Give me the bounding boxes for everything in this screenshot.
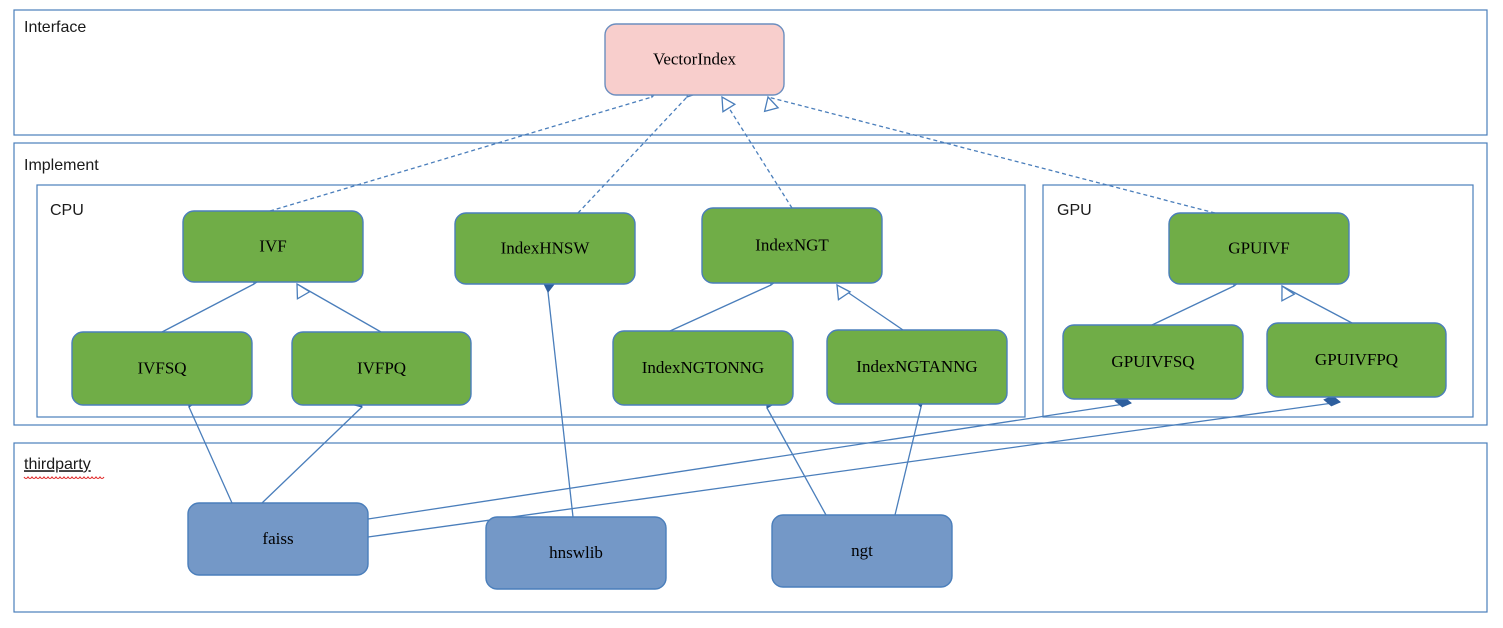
node-faiss[interactable]: faiss (187, 502, 369, 576)
node-gpuivfpq-box[interactable] (1266, 322, 1447, 398)
node-vectorindex[interactable]: VectorIndex (604, 23, 785, 96)
node-vectorindex-label: VectorIndex (653, 49, 737, 68)
node-indexngt-box[interactable] (701, 207, 883, 284)
node-gpuivfsq-box[interactable] (1062, 324, 1244, 400)
node-ivf-box[interactable] (182, 210, 364, 283)
node-ivfsq-label: IVFSQ (137, 358, 186, 377)
edge-line (721, 96, 793, 209)
spellcheck-underline-icon (23, 476, 105, 480)
edge-gpuivf-to-vectorindex (763, 95, 1216, 214)
edge-indexngtanng-to-indexngt (836, 283, 904, 331)
node-indexngtonng-label: IndexNGTONNG (642, 358, 764, 377)
edge-line (269, 96, 653, 212)
edge-line (367, 401, 1341, 538)
inheritance-arrowhead-icon (296, 282, 311, 300)
node-ivf-label: IVF (259, 236, 286, 255)
node-indexngtanng-label: IndexNGTANNG (856, 357, 977, 376)
edge-line (1151, 285, 1235, 326)
container-cpu-label: CPU (50, 202, 84, 219)
node-ivfpq-label: IVFPQ (357, 358, 406, 377)
node-ivfpq-box[interactable] (291, 331, 472, 406)
node-ivf[interactable]: IVF (182, 210, 364, 283)
edge-gpuivfpq-to-gpuivf (1281, 284, 1353, 324)
edge-line (547, 291, 574, 518)
node-gpuivfpq-label: GPUIVFPQ (1315, 350, 1398, 369)
inheritance-arrowhead-icon (721, 95, 737, 113)
node-ngt[interactable]: ngt (771, 514, 953, 588)
node-gpuivfsq[interactable]: GPUIVFSQ (1062, 324, 1244, 400)
node-ngt-box[interactable] (771, 514, 953, 588)
node-ngt-label: ngt (851, 541, 873, 560)
edge-layer (161, 81, 1353, 538)
node-indexhnsw-box[interactable] (454, 212, 636, 285)
inheritance-arrowhead-icon (1281, 284, 1296, 302)
edge-ivfpq-to-ivf (296, 282, 382, 333)
node-ivfsq[interactable]: IVFSQ (71, 331, 253, 406)
container-implement-label: Implement (24, 157, 99, 174)
node-ivfpq[interactable]: IVFPQ (291, 331, 472, 406)
edge-line (367, 402, 1132, 520)
node-indexngtanng-box[interactable] (826, 329, 1008, 405)
container-thirdparty-label: thirdparty (24, 456, 91, 473)
node-indexngtonng-box[interactable] (612, 330, 794, 406)
edge-line (766, 407, 827, 516)
edge-line (669, 284, 772, 332)
node-gpuivf-label: GPUIVF (1228, 238, 1289, 257)
edge-line (577, 96, 688, 214)
node-faiss-box[interactable] (187, 502, 369, 576)
node-indexhnsw-label: IndexHNSW (501, 238, 591, 257)
edge-line (296, 283, 382, 333)
node-gpuivf-box[interactable] (1168, 212, 1350, 285)
node-indexhnsw[interactable]: IndexHNSW (454, 212, 636, 285)
node-indexngt-label: IndexNGT (755, 235, 829, 254)
node-gpuivfsq-label: GPUIVFSQ (1111, 352, 1194, 371)
node-ivfsq-box[interactable] (71, 331, 253, 406)
inheritance-arrowhead-icon (763, 95, 780, 113)
edge-line (1281, 285, 1353, 324)
node-indexngtanng[interactable]: IndexNGTANNG (826, 329, 1008, 405)
composition-diamond-icon (1323, 395, 1341, 407)
node-hnswlib-box[interactable] (485, 516, 667, 590)
edge-line (161, 283, 255, 333)
node-indexngtonng[interactable]: IndexNGTONNG (612, 330, 794, 406)
edge-line (188, 406, 233, 504)
container-gpu-label: GPU (1057, 202, 1092, 219)
edge-faiss-to-gpuivfpq (367, 395, 1341, 538)
container-interface-label: Interface (24, 19, 86, 36)
edge-line (894, 406, 922, 516)
edge-indexngt-to-vectorindex (721, 95, 793, 209)
node-gpuivf[interactable]: GPUIVF (1168, 212, 1350, 285)
node-faiss-label: faiss (262, 529, 293, 548)
node-hnswlib[interactable]: hnswlib (485, 516, 667, 590)
node-vectorindex-box[interactable] (604, 23, 785, 96)
inheritance-arrowhead-icon (836, 283, 852, 301)
node-hnswlib-label: hnswlib (549, 543, 603, 562)
node-indexngt[interactable]: IndexNGT (701, 207, 883, 284)
node-gpuivfpq[interactable]: GPUIVFPQ (1266, 322, 1447, 398)
edge-line (261, 406, 363, 504)
